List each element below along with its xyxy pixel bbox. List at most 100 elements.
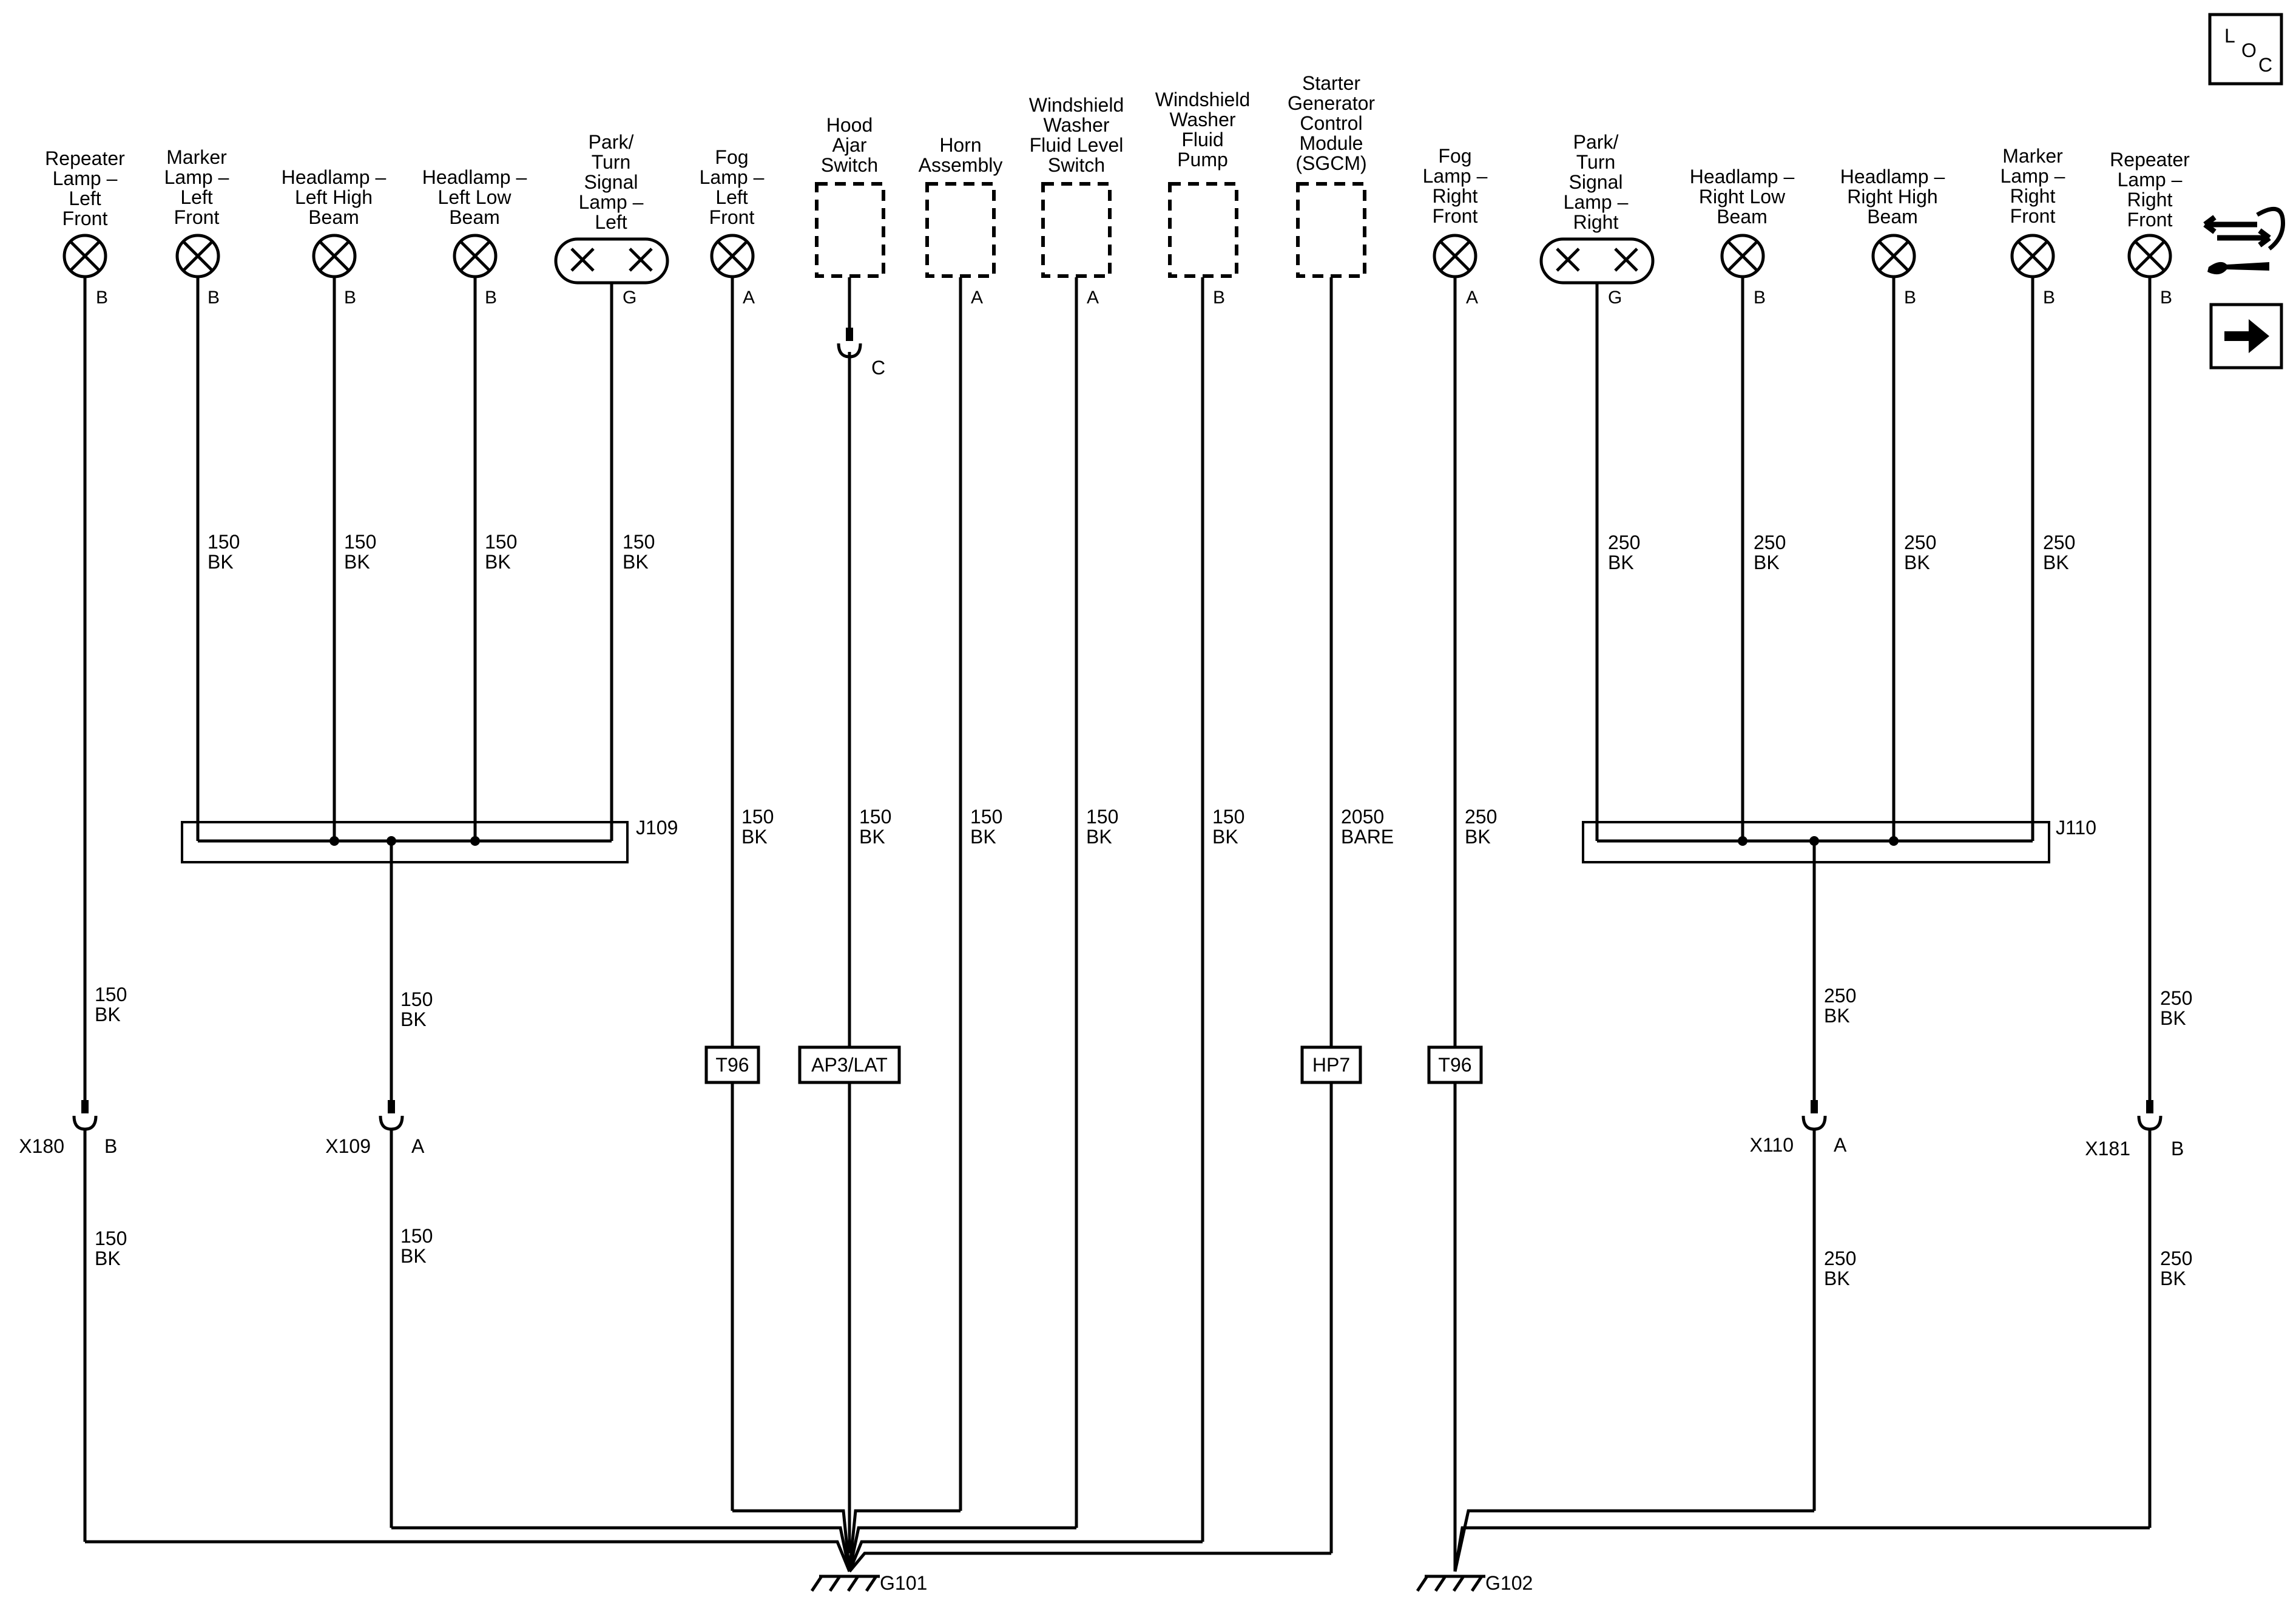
connector-tool-icon[interactable] <box>2203 207 2286 275</box>
connector-x180-icon <box>72 1100 98 1131</box>
loc-letter-c: C <box>2258 54 2272 76</box>
ground-g101-icon <box>810 1575 880 1592</box>
pin-washer-level: A <box>1087 288 1099 308</box>
connector-hood-pin: C <box>871 357 885 379</box>
option-ap3-lat: AP3/LAT <box>811 1054 888 1076</box>
splice-j110-label: J110 <box>2056 817 2096 839</box>
loc-letter-l: L <box>2224 25 2235 47</box>
loc-button[interactable]: L O C <box>2208 13 2283 86</box>
arrow-right-icon[interactable] <box>2209 303 2283 370</box>
option-t96-right: T96 <box>1438 1054 1471 1076</box>
lamp-icon <box>175 234 220 279</box>
ground-g101-label: G101 <box>880 1572 927 1594</box>
connector-x110-icon <box>1801 1100 1827 1131</box>
lamp-symbols <box>62 234 2172 285</box>
lamp-icon <box>2010 234 2055 279</box>
option-hp7: HP7 <box>1312 1054 1350 1076</box>
washer-pump-box <box>1168 182 1238 278</box>
pin-marker-right: B <box>2043 288 2055 308</box>
pin-headlamp-right-low: B <box>1754 288 1766 308</box>
splice-j109-box <box>181 821 629 863</box>
connector-x181-icon <box>2137 1100 2163 1131</box>
connector-x181-pin: B <box>2171 1138 2184 1160</box>
lamp-icon <box>312 234 357 279</box>
connector-x109-label: X109 <box>325 1135 371 1157</box>
hood-ajar-switch-box <box>815 182 885 278</box>
pin-fog-right: A <box>1466 288 1478 308</box>
lamp-icon <box>453 234 498 279</box>
option-boxes: T96 AP3/LAT HP7 T96 <box>704 1045 1483 1084</box>
connector-x180-label: X180 <box>19 1135 64 1157</box>
wires-right <box>1453 277 2152 1572</box>
pin-repeater-right: B <box>2160 288 2172 308</box>
connector-hood-icon <box>837 328 862 359</box>
splice-blocks: J109 J110 <box>181 817 2096 863</box>
connector-x110-label: X110 <box>1750 1134 1794 1156</box>
washer-level-switch-box <box>1041 182 1112 278</box>
dual-filament-lamp-icon <box>554 237 669 285</box>
pin-marker-left: B <box>208 288 220 308</box>
dual-filament-lamp-icon <box>1539 237 1655 285</box>
wires-left <box>83 277 1333 1573</box>
module-boxes <box>815 182 1366 278</box>
connector-x110-pin: A <box>1834 1134 1847 1156</box>
pin-park-turn-left: G <box>623 288 636 308</box>
pin-washer-pump: B <box>1213 288 1225 308</box>
connector-x180-pin: B <box>104 1135 117 1157</box>
pin-headlamp-left-high: B <box>344 288 356 308</box>
connector-x109-pin: A <box>411 1135 425 1157</box>
connector-symbols: X180 B X109 A C X110 A X181 B <box>19 328 2184 1160</box>
option-t96-left: T96 <box>715 1054 749 1076</box>
lamp-icon <box>2127 234 2172 279</box>
ground-g102-label: G102 <box>1485 1572 1533 1594</box>
pin-horn: A <box>971 288 983 308</box>
loc-letter-o: O <box>2241 39 2257 61</box>
lamp-icon <box>1433 234 1477 279</box>
pin-headlamp-left-low: B <box>485 288 497 308</box>
lamp-icon <box>1871 234 1916 279</box>
lamp-icon <box>1720 234 1765 279</box>
splice-j109-label: J109 <box>636 817 678 839</box>
pin-repeater-left: B <box>96 288 108 308</box>
pin-letters: B B B B G A A A B A G B B B B <box>96 288 2172 308</box>
lamp-icon <box>710 234 755 279</box>
